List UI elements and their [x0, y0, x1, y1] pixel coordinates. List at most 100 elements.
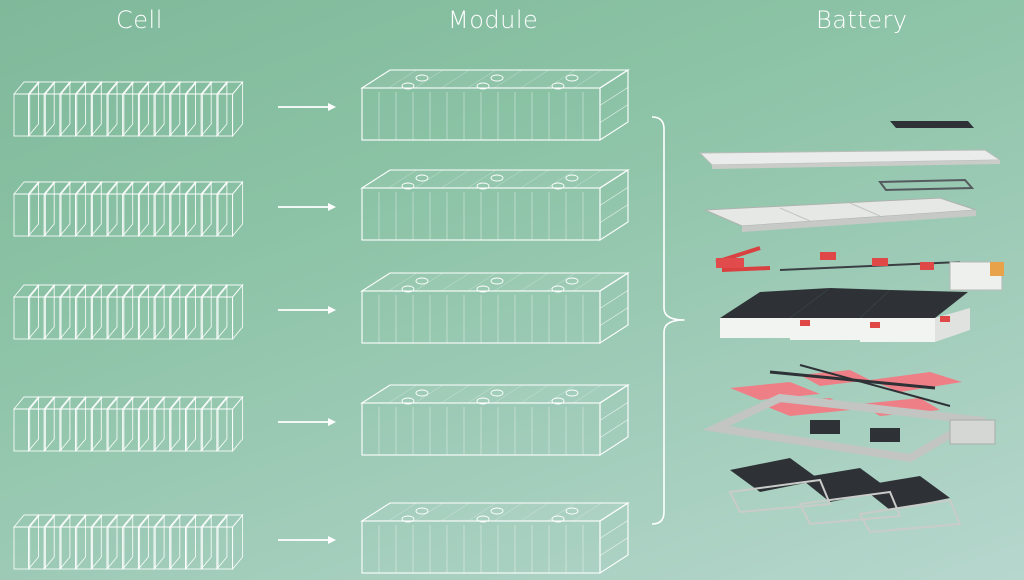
- module-terminal: [415, 174, 429, 182]
- cell-box: [185, 395, 213, 453]
- module-terminal: [565, 174, 579, 182]
- module-terminal: [565, 277, 579, 285]
- cell-box: [107, 283, 134, 341]
- cell-box: [201, 283, 228, 341]
- arrow-column: [278, 103, 336, 544]
- cell-box: [185, 180, 213, 238]
- module-terminal: [490, 507, 504, 515]
- cell-box: [201, 395, 228, 453]
- module-terminal: [490, 74, 504, 82]
- cell-box: [154, 80, 181, 138]
- arrow-right-icon: [278, 306, 336, 314]
- cell-box: [13, 395, 40, 453]
- pack-frame: [702, 393, 996, 463]
- title-battery: Battery: [816, 6, 908, 34]
- module-box: [360, 383, 630, 457]
- module-box: [360, 271, 630, 345]
- cell-box: [138, 283, 166, 341]
- cell-box: [170, 395, 197, 453]
- module-terminal: [415, 389, 429, 397]
- cell-box: [44, 80, 71, 138]
- cell-box: [138, 180, 166, 238]
- module-box: [360, 68, 630, 142]
- cell-box: [28, 80, 56, 138]
- cell-row: [13, 283, 244, 341]
- cell-box: [122, 283, 150, 341]
- cell-box: [44, 395, 71, 453]
- cell-box: [28, 180, 56, 238]
- cell-box: [60, 180, 87, 238]
- module-terminal: [415, 277, 429, 285]
- cell-box: [201, 513, 228, 571]
- cell-box: [44, 513, 71, 571]
- arrow-right-icon: [278, 536, 336, 544]
- cell-box: [185, 80, 213, 138]
- cell-row: [13, 80, 244, 138]
- cell-box: [60, 80, 87, 138]
- battery-pack-exploded-icon: [698, 121, 1004, 534]
- cell-box: [107, 395, 134, 453]
- cell-box: [107, 80, 134, 138]
- module-terminal: [490, 389, 504, 397]
- cell-box: [154, 180, 181, 238]
- module-box: [360, 168, 630, 242]
- cell-box: [107, 513, 134, 571]
- cell-box: [170, 513, 197, 571]
- cell-box: [154, 513, 181, 571]
- cell-box: [122, 513, 150, 571]
- arrow-right-icon: [278, 203, 336, 211]
- cell-box: [217, 180, 244, 238]
- cell-box: [75, 80, 103, 138]
- cell-box: [138, 395, 166, 453]
- cell-row: [13, 180, 244, 238]
- cell-box: [217, 513, 244, 571]
- cell-box: [170, 283, 197, 341]
- pack-wiring-harness: [715, 246, 1004, 291]
- cell-column: [13, 80, 244, 571]
- cell-box: [28, 283, 56, 341]
- title-module: Module: [448, 6, 539, 34]
- brace-icon: [651, 116, 685, 525]
- cell-box: [13, 180, 40, 238]
- module-terminal: [415, 74, 429, 82]
- cell-box: [60, 395, 87, 453]
- cell-box: [122, 395, 150, 453]
- cell-box: [60, 513, 87, 571]
- cell-box: [13, 283, 40, 341]
- arrow-right-icon: [278, 103, 336, 111]
- cell-box: [75, 513, 103, 571]
- pack-top-bar: [890, 121, 974, 128]
- cell-box: [44, 283, 71, 341]
- cell-box: [91, 80, 118, 138]
- pack-bottom-cells: [728, 458, 962, 534]
- cell-box: [91, 513, 118, 571]
- cell-box: [201, 80, 228, 138]
- title-cell: Cell: [116, 6, 163, 34]
- cell-row: [13, 395, 244, 453]
- cell-box: [170, 180, 197, 238]
- cell-box: [185, 513, 213, 571]
- cell-box: [154, 395, 181, 453]
- cell-box: [75, 180, 103, 238]
- module-terminal: [415, 507, 429, 515]
- cell-box: [28, 513, 56, 571]
- cell-box: [217, 283, 244, 341]
- cell-row: [13, 513, 244, 571]
- cell-box: [44, 180, 71, 238]
- cell-box: [13, 513, 40, 571]
- cell-box: [138, 513, 166, 571]
- cell-box: [122, 80, 150, 138]
- module-terminal: [490, 174, 504, 182]
- cell-box: [60, 283, 87, 341]
- cell-box: [75, 283, 103, 341]
- pack-modules: [720, 288, 970, 342]
- cell-box: [185, 283, 213, 341]
- cell-box: [122, 180, 150, 238]
- module-terminal: [565, 507, 579, 515]
- cell-box: [75, 395, 103, 453]
- cell-box: [13, 80, 40, 138]
- cell-box: [28, 395, 56, 453]
- cell-box: [217, 80, 244, 138]
- module-box: [360, 501, 630, 575]
